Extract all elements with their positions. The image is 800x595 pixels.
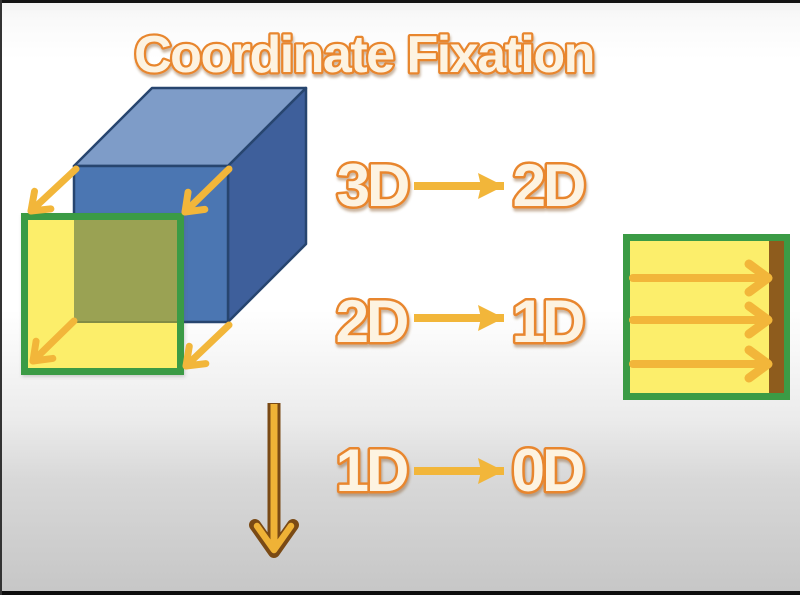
square-2d-icon	[21, 213, 184, 375]
square-collapsing-to-line-icon	[623, 234, 790, 400]
letterbox-bottom	[0, 591, 800, 595]
letterbox-top	[0, 0, 800, 3]
diagonal-arrow-icon-top-right	[181, 165, 233, 216]
transform-row-1: 3D 2D	[334, 150, 589, 222]
label-2d: 2D	[336, 288, 407, 355]
cube-square-overlap-region	[74, 220, 177, 322]
letterbox-left-edge	[0, 0, 2, 595]
label-1d: 1D	[336, 437, 407, 504]
compressed-line-strip	[769, 241, 784, 393]
transform-row-3: 1D 0D	[333, 435, 588, 507]
diagonal-arrow-icon-bottom-left	[29, 317, 78, 365]
diagonal-arrow-icon-top-left	[27, 165, 80, 215]
projection-arrows	[27, 165, 233, 370]
label-1d-target: 1D	[512, 288, 583, 355]
page-title: Coordinate Fixation	[134, 26, 594, 84]
label-2d-target: 2D	[513, 152, 584, 219]
down-arrow-icon	[249, 403, 299, 558]
label-0d-target: 0D	[512, 437, 583, 504]
down-arrow-head	[253, 522, 295, 554]
diagonal-arrow-icon-bottom-right	[182, 321, 233, 370]
label-3d: 3D	[337, 152, 408, 219]
transform-row-2: 2D 1D	[333, 286, 588, 358]
